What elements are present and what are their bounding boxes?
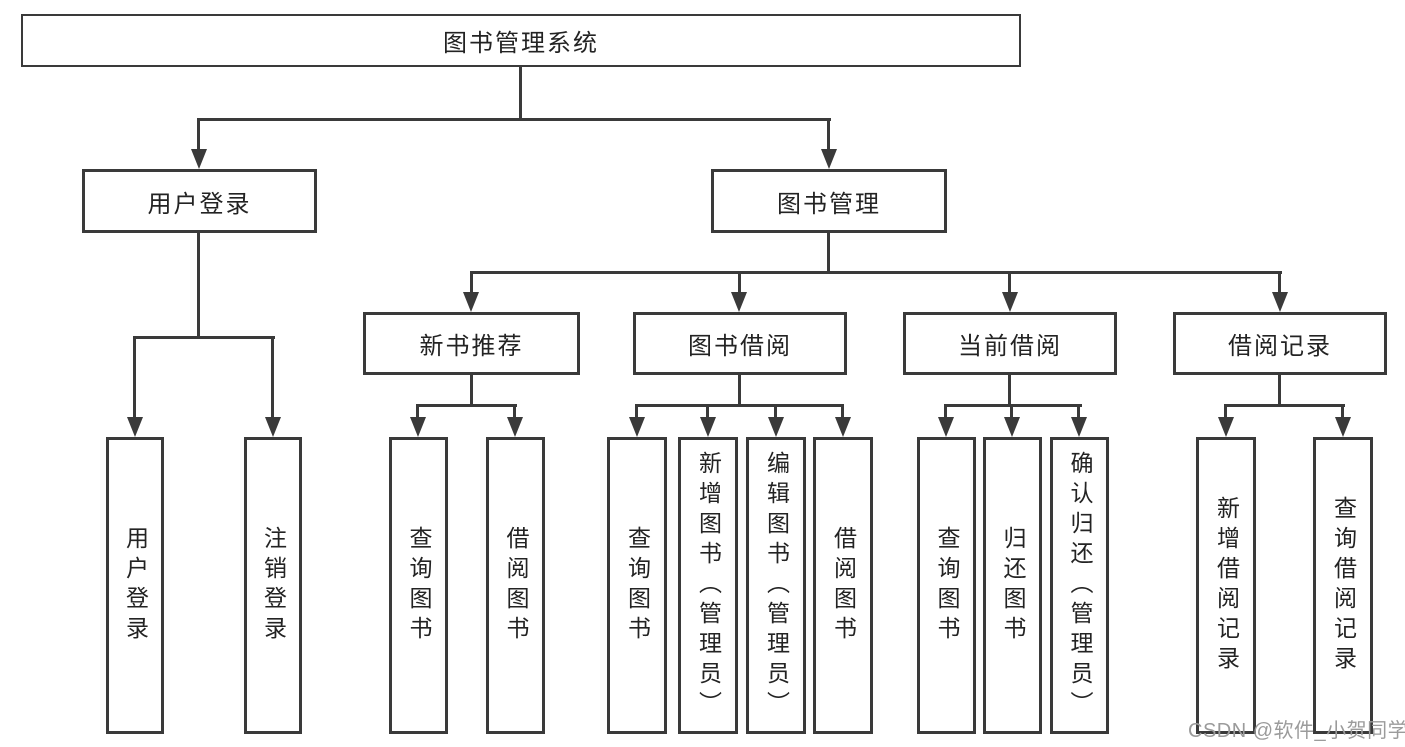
connector-line <box>133 336 136 418</box>
node-label: 借阅图书 <box>503 525 529 646</box>
connector-line <box>197 118 200 151</box>
connector-line <box>738 271 741 294</box>
leaf-edit-book-admin: 编辑图书（管理员） <box>746 437 806 734</box>
arrow-down-icon <box>191 149 207 169</box>
node-label: 图书管理 <box>777 190 881 218</box>
node-label: 查询图书 <box>934 525 960 646</box>
node-label: 图书借阅 <box>688 333 792 360</box>
connector-line <box>1010 404 1013 419</box>
connector-line <box>1008 375 1011 407</box>
connector-line <box>944 404 947 419</box>
arrow-down-icon <box>1071 417 1087 437</box>
leaf-return-book: 归还图书 <box>983 437 1042 734</box>
node-label: 编辑图书（管理员） <box>763 450 790 721</box>
node-root: 图书管理系统 <box>21 14 1021 67</box>
connector-line <box>133 336 275 339</box>
connector-line <box>774 404 777 419</box>
connector-line <box>1224 404 1345 407</box>
arrow-down-icon <box>127 417 143 437</box>
connector-line <box>1008 271 1011 294</box>
node-book-management: 图书管理 <box>711 169 947 233</box>
leaf-confirm-return-admin: 确认归还（管理员） <box>1050 437 1109 734</box>
node-label: 用户登录 <box>122 525 149 646</box>
node-new-book-recommend: 新书推荐 <box>363 312 580 375</box>
arrow-down-icon <box>768 417 784 437</box>
leaf-query-books-borrow: 查询图书 <box>607 437 667 734</box>
node-borrow-records: 借阅记录 <box>1173 312 1387 375</box>
node-label: 图书管理系统 <box>443 30 599 57</box>
connector-line <box>271 336 274 418</box>
arrow-down-icon <box>629 417 645 437</box>
arrow-down-icon <box>1002 292 1018 312</box>
leaf-add-borrow-record: 新增借阅记录 <box>1196 437 1256 734</box>
node-label: 查询图书 <box>406 525 432 646</box>
connector-line <box>1341 404 1344 419</box>
node-label: 归还图书 <box>1000 525 1026 646</box>
node-label: 注销登录 <box>260 525 287 646</box>
node-label: 当前借阅 <box>958 333 1062 360</box>
node-label: 新书推荐 <box>419 333 524 360</box>
arrow-down-icon <box>938 417 954 437</box>
leaf-logout: 注销登录 <box>244 437 302 734</box>
connector-line <box>827 233 830 274</box>
connector-line <box>1077 404 1080 419</box>
leaf-query-borrow-record: 查询借阅记录 <box>1313 437 1373 734</box>
leaf-borrow-books-recommend: 借阅图书 <box>486 437 545 734</box>
connector-line <box>706 404 709 419</box>
connector-line <box>635 404 638 419</box>
node-label: 查询图书 <box>624 525 651 646</box>
connector-line <box>1278 271 1281 294</box>
connector-line <box>197 118 831 121</box>
arrow-down-icon <box>1272 292 1288 312</box>
arrow-down-icon <box>265 417 281 437</box>
connector-line <box>416 404 517 407</box>
leaf-user-login: 用户登录 <box>106 437 164 734</box>
connector-line <box>470 271 473 294</box>
arrow-down-icon <box>410 417 426 437</box>
arrow-down-icon <box>463 292 479 312</box>
node-label: 确认归还（管理员） <box>1067 450 1093 721</box>
leaf-add-book-admin: 新增图书（管理员） <box>678 437 738 734</box>
connector-line <box>841 404 844 419</box>
node-label: 新增图书（管理员） <box>695 450 722 721</box>
leaf-query-books-recommend: 查询图书 <box>389 437 448 734</box>
connector-line <box>513 404 516 419</box>
node-label: 借阅图书 <box>830 525 857 646</box>
node-current-borrow: 当前借阅 <box>903 312 1117 375</box>
connector-line <box>197 233 200 339</box>
arrow-down-icon <box>1218 417 1234 437</box>
connector-line <box>416 404 419 419</box>
connector-line <box>1278 375 1281 407</box>
node-user-login: 用户登录 <box>82 169 317 233</box>
connector-line <box>738 375 741 407</box>
node-book-borrow: 图书借阅 <box>633 312 847 375</box>
connector-line <box>470 271 1282 274</box>
arrow-down-icon <box>835 417 851 437</box>
node-label: 用户登录 <box>147 190 252 218</box>
arrow-down-icon <box>1335 417 1351 437</box>
arrow-down-icon <box>731 292 747 312</box>
connector-line <box>635 404 844 407</box>
connector-line <box>470 375 473 407</box>
node-label: 借阅记录 <box>1228 333 1332 360</box>
leaf-query-books-current: 查询图书 <box>917 437 976 734</box>
connector-line <box>827 118 830 151</box>
csdn-watermark: CSDN @软件_小贺同学 <box>1188 720 1405 742</box>
leaf-borrow-books: 借阅图书 <box>813 437 873 734</box>
node-label: 新增借阅记录 <box>1213 495 1240 676</box>
arrow-down-icon <box>700 417 716 437</box>
arrow-down-icon <box>821 149 837 169</box>
node-label: 查询借阅记录 <box>1330 495 1357 676</box>
connector-line <box>1224 404 1227 419</box>
connector-line <box>944 404 1082 407</box>
connector-line <box>519 67 522 120</box>
arrow-down-icon <box>1004 417 1020 437</box>
arrow-down-icon <box>507 417 523 437</box>
